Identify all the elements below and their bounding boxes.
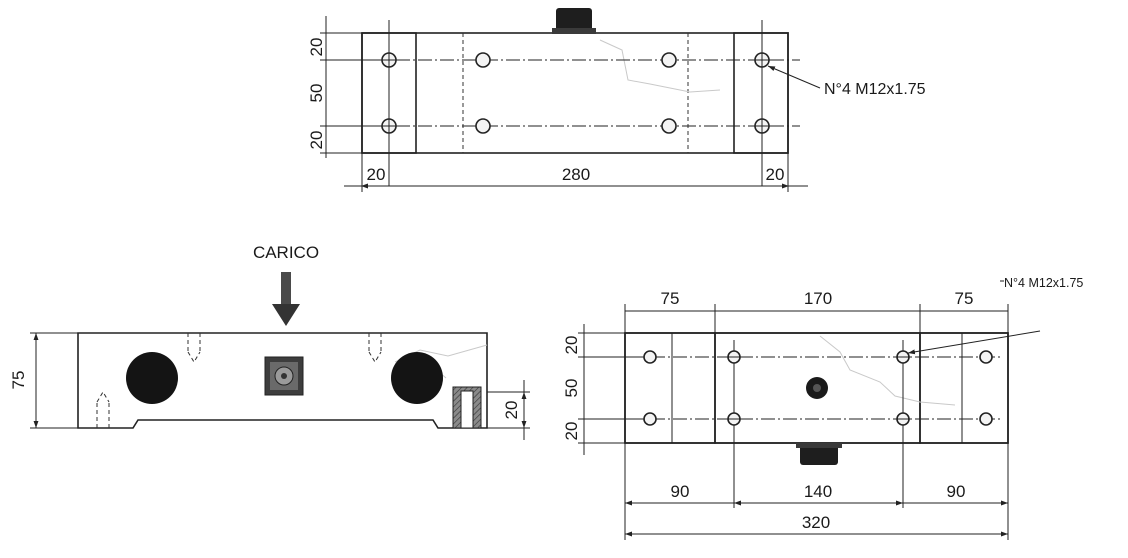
bottom-dim-bottom-edge: 20	[562, 422, 581, 441]
top-hole	[661, 118, 677, 134]
bottom-hole	[643, 412, 657, 426]
bottom-hole	[726, 350, 742, 364]
top-hole	[380, 117, 398, 135]
bottom-callout-leader	[907, 330, 1041, 355]
top-dim-right-margin: 20	[766, 165, 785, 184]
side-top-threaded-hole	[187, 333, 201, 363]
side-threaded-section	[452, 386, 482, 429]
bottom-hole	[895, 412, 911, 426]
bottom-hole	[979, 412, 993, 426]
top-dim-top-edge: 20	[307, 38, 326, 57]
side-dim-height: 75	[9, 371, 28, 390]
top-hole	[753, 51, 771, 69]
strain-gauge-pocket	[264, 356, 304, 396]
load-label: CARICO	[253, 243, 319, 262]
top-thread-callout: N°4 M12x1.75	[824, 81, 926, 98]
bottom-thread-callout: N°4 M12x1.75	[1004, 276, 1083, 290]
top-view: N°4 M12x1.75 20 50 20 20 280 20	[307, 8, 926, 192]
load-arrow	[272, 272, 300, 326]
bottom-view: N°4 M12x1.75	[562, 276, 1083, 540]
top-dim-hole-spacing: 50	[307, 84, 326, 103]
top-hole	[380, 51, 398, 69]
bottom-dim-left-block: 75	[661, 289, 680, 308]
bottom-dim-right-block: 75	[955, 289, 974, 308]
bottom-hole	[979, 350, 993, 364]
top-hole	[475, 118, 491, 134]
top-hole	[475, 52, 491, 68]
side-blind-hole-left	[126, 352, 178, 404]
bottom-hole	[643, 350, 657, 364]
bottom-dim-hole-left: 90	[671, 482, 690, 501]
top-dim-left-margin: 20	[367, 165, 386, 184]
bottom-dim-hole-right: 90	[947, 482, 966, 501]
side-dim-thread-depth: 20	[502, 401, 521, 420]
bottom-dim-top-edge: 20	[562, 336, 581, 355]
top-dim-bottom-edge: 20	[307, 131, 326, 150]
top-dim-length: 280	[562, 165, 590, 184]
bottom-dim-hole-spacing: 50	[562, 379, 581, 398]
side-bottom-threaded-hole	[96, 391, 110, 428]
top-right-end-block	[733, 32, 789, 154]
cable-connector	[556, 8, 592, 33]
top-hole	[661, 52, 677, 68]
side-top-threaded-hole	[368, 333, 382, 363]
top-hole	[753, 117, 771, 135]
bottom-right-end-block	[919, 332, 1009, 444]
top-body	[361, 32, 789, 154]
bottom-dim-hole-center: 140	[804, 482, 832, 501]
bottom-left-end-block	[624, 332, 716, 444]
bottom-hole	[726, 412, 742, 426]
bottom-cable-connector	[800, 443, 838, 465]
side-blind-hole-right	[391, 352, 443, 404]
side-body	[77, 332, 488, 429]
top-callout-leader	[767, 65, 821, 89]
bottom-dim-center-block: 170	[804, 289, 832, 308]
side-view: CARICO	[9, 243, 530, 440]
bottom-hole	[895, 350, 911, 364]
bottom-dim-total-length: 320	[802, 513, 830, 532]
